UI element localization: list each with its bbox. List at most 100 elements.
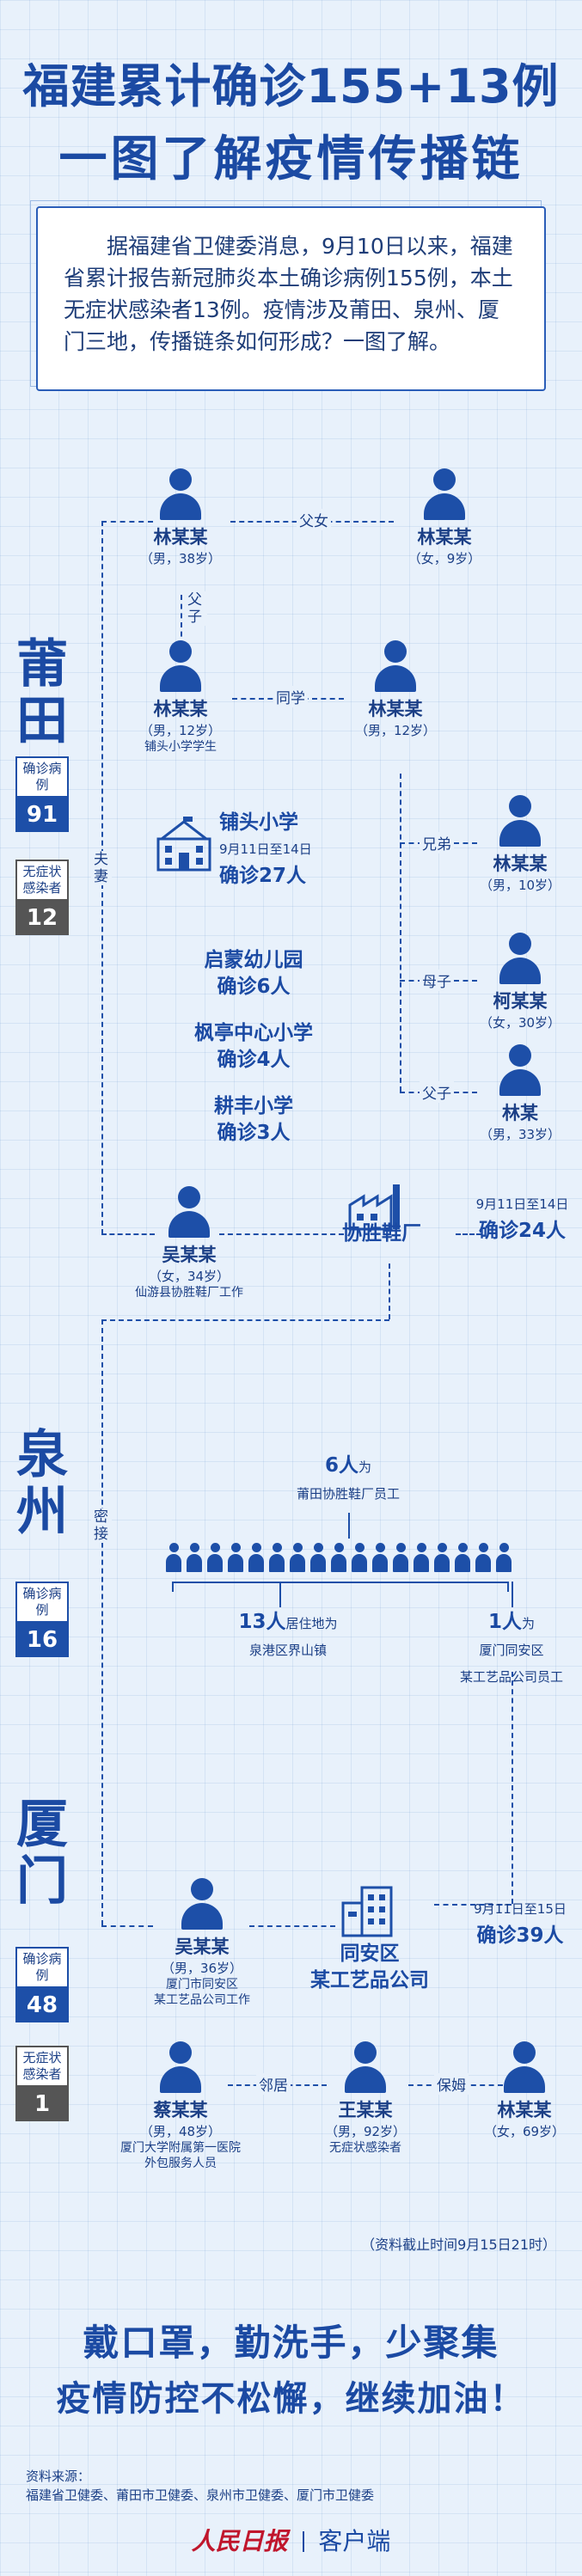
person-info: （男，10岁）: [479, 878, 561, 893]
person-info: （男，92岁）: [324, 2124, 407, 2139]
place-gengfeng: 耕丰小学 确诊3人: [181, 1093, 327, 1147]
person-note: 外包服务人员: [144, 2157, 217, 2170]
place-name: 启蒙幼儿园: [204, 949, 303, 971]
xiamen-asym-badge: 无症状感染者 1: [15, 2046, 69, 2121]
person-icon: [424, 468, 465, 520]
person-icon: [375, 640, 416, 692]
connector: [219, 1233, 344, 1235]
person-icon: [499, 1044, 541, 1096]
person-lin-12b: 林某某 （男，12岁）: [344, 640, 447, 739]
person-name: 吴某某: [175, 1937, 230, 1957]
person-name: 林某某: [368, 699, 423, 719]
person-note: 厦门大学附属第一医院: [120, 2141, 241, 2155]
badge-number: 12: [15, 901, 69, 935]
city-quanzhou: 泉州: [16, 1425, 68, 1542]
relation-label: 夫妻: [91, 851, 112, 885]
connector: [101, 521, 153, 523]
place-date: 9月11日至14日: [219, 841, 312, 857]
relation-label: 密接: [91, 1508, 112, 1543]
city-xiamen: 厦门: [16, 1795, 68, 1912]
person-icon: [499, 933, 541, 984]
data-cutoff-note: （资料截止时间9月15日21时）: [361, 2236, 556, 2253]
xiamen-confirmed-badge: 确诊病例 48: [15, 1947, 69, 2022]
putian-asym-badge: 无症状感染者 12: [15, 860, 69, 935]
place-name: 枫亭中心小学: [194, 1022, 313, 1044]
person-wu-34: 吴某某 （女，34岁） 仙游县协胜鞋厂工作: [120, 1186, 258, 1300]
person-icon: [160, 468, 201, 520]
person-lin-69: 林某某 （女，69岁）: [473, 2041, 576, 2140]
relation-label: 母子: [420, 970, 454, 991]
connector: [279, 1582, 281, 1607]
group-number: 1人: [487, 1611, 522, 1633]
person-note: 仙游县协胜鞋厂工作: [135, 1286, 243, 1300]
relation-label: 父子: [420, 1081, 454, 1103]
connector: [101, 1925, 153, 1927]
person-name: 林某某: [497, 2100, 552, 2120]
person-icon: [504, 2041, 545, 2093]
source-label: 资料来源：: [26, 2469, 91, 2484]
quanzhou-left-group: 13人居住地为 泉港区界山镇: [228, 1609, 348, 1664]
connector: [172, 1582, 174, 1592]
connector: [172, 1582, 507, 1583]
connector: [181, 595, 182, 655]
place-putou: 铺头小学 9月11日至14日 确诊27人: [219, 810, 312, 890]
person-icon: [160, 640, 201, 692]
place-count: 确诊4人: [217, 1049, 291, 1071]
slogan-line2: 疫情防控不松懈，继续加油！: [56, 2379, 526, 2419]
person-note: 无症状感染者: [329, 2141, 401, 2155]
connector: [101, 1319, 103, 1925]
crowd-icon: [165, 1543, 526, 1572]
person-icon: [160, 2041, 201, 2093]
group-desc: 为: [522, 1616, 536, 1631]
connector: [456, 1233, 481, 1235]
group-number: 6人: [324, 1454, 358, 1477]
connector: [348, 1513, 350, 1539]
place-name: 耕丰小学: [214, 1095, 293, 1117]
place-tongan-count: 9月11日至15日 确诊39人: [464, 1896, 576, 1949]
person-name: 林某: [502, 1103, 538, 1123]
person-name: 林某某: [153, 527, 208, 548]
person-info: （女，34岁）: [148, 1269, 230, 1284]
relation-label: 父女: [297, 509, 331, 530]
person-info: （男，12岁）: [354, 723, 437, 738]
connector: [101, 1233, 155, 1235]
slogan-line1: 戴口罩，勤洗手，少聚集: [83, 2322, 499, 2364]
person-lin-9: 林某某 （女，9岁）: [393, 468, 496, 567]
group-unit: 为: [358, 1459, 372, 1475]
badge-label: 确诊病例: [15, 756, 69, 798]
place-xiesheng-name: 协胜鞋厂: [342, 1222, 421, 1245]
badge-number: 1: [15, 2087, 69, 2121]
badge-number: 48: [15, 1988, 69, 2022]
person-name: 吴某某: [162, 1245, 217, 1265]
place-date: 9月11日至15日: [474, 1901, 567, 1917]
badge-label: 确诊病例: [15, 1582, 69, 1623]
person-info: （女，30岁）: [479, 1015, 561, 1031]
relation-label: 父子: [185, 591, 207, 626]
connector: [507, 1582, 509, 1592]
person-icon: [168, 1186, 210, 1238]
badge-label: 确诊病例: [15, 1947, 69, 1988]
badge-number: 91: [15, 798, 69, 832]
person-lin-12a: 林某某 （男，12岁） 铺头小学学生: [129, 640, 232, 755]
title-line1: 福建累计确诊155+13例: [22, 59, 560, 113]
group-desc: 居住地为: [285, 1616, 338, 1631]
person-ke-30: 柯某某 （女，30岁）: [469, 933, 572, 1031]
person-icon: [499, 795, 541, 847]
person-note: 厦门市同安区: [166, 1978, 238, 1992]
quanzhou-top-group: 6人为 莆田协胜鞋厂员工: [284, 1453, 413, 1508]
footer-client: 客户端: [318, 2527, 391, 2555]
person-lin-38: 林某某 （男，38岁）: [129, 468, 232, 567]
place-count: 确诊27人: [219, 865, 307, 887]
brand-logo: 人民日报: [191, 2527, 288, 2555]
person-icon: [181, 1878, 223, 1930]
person-info: （女，69岁）: [483, 2124, 566, 2139]
connector: [249, 1925, 335, 1927]
person-name: 林某某: [493, 854, 548, 874]
city-putian: 莆田: [16, 634, 68, 751]
place-name: 同安区: [340, 1943, 400, 1965]
person-info: （男，48岁）: [139, 2124, 222, 2139]
relation-label: 兄弟: [420, 832, 454, 854]
place-fengting: 枫亭中心小学 确诊4人: [181, 1020, 327, 1074]
footer-brand: 人民日报 客户端: [0, 2523, 582, 2557]
badge-number: 16: [15, 1623, 69, 1657]
